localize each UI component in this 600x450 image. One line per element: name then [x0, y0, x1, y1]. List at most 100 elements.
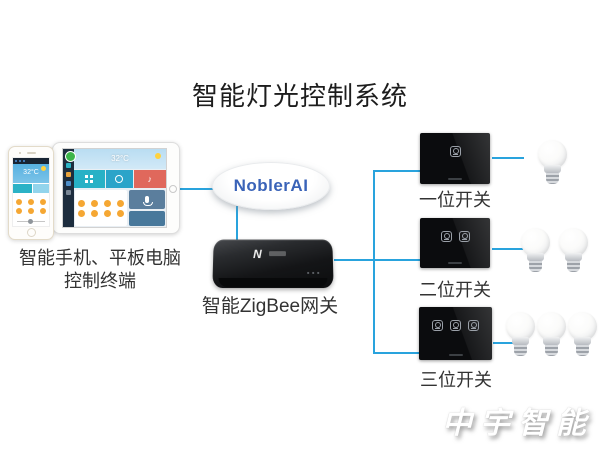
- connector-switch2-to-bulbs: [492, 248, 524, 250]
- device-icon-grid: [75, 190, 128, 226]
- gateway-brand-mark: [269, 251, 286, 257]
- home-button: [169, 185, 177, 193]
- terminal-label-line1: 智能手机、平板电脑: [19, 248, 181, 268]
- tablet-weather-header: 32°C: [74, 149, 166, 169]
- bulb-screw-base: [513, 345, 527, 356]
- touch-button-icon: [450, 320, 461, 331]
- touch-button-icon: [468, 320, 479, 331]
- touch-switch-2gang: [420, 218, 490, 268]
- bulb-collar: [564, 253, 582, 261]
- bulb-group: [520, 228, 588, 280]
- bulb-collar: [573, 337, 591, 345]
- bulb-collar: [542, 337, 560, 345]
- phone-tile-row: [13, 184, 49, 193]
- switch-brand-mark: [448, 354, 463, 356]
- phone-weather-card: 32°C: [13, 164, 49, 183]
- app-icon-dot: [16, 198, 22, 205]
- app-icon-dot: [28, 198, 34, 205]
- info-card: [129, 210, 165, 226]
- connector-tablet-to-cloud: [178, 188, 216, 190]
- gang-button-row: [420, 231, 490, 242]
- phone-screen: 32°C: [12, 157, 50, 227]
- camera-dot: [19, 152, 21, 154]
- grid-icon: [85, 175, 93, 183]
- bulb-collar: [526, 253, 544, 261]
- gear-icon: [115, 175, 124, 183]
- app-icon-dot: [117, 199, 125, 207]
- zigbee-gateway-device: N: [212, 239, 334, 289]
- switch-label: 一位开关: [419, 190, 491, 210]
- terminal-label: 智能手机、平板电脑 控制终端: [0, 247, 200, 293]
- app-icon-dot: [28, 207, 34, 214]
- touch-switch-3gang: [419, 307, 492, 360]
- light-bulb: [520, 228, 550, 280]
- smartphone-device: 32°C: [8, 146, 54, 240]
- branch-to-switch-2: [374, 259, 420, 261]
- bulb-group: [537, 140, 567, 192]
- phone-navbar: [13, 158, 49, 164]
- bulb-globe: [567, 312, 597, 341]
- home-button: [27, 228, 36, 237]
- bulb-globe: [505, 312, 535, 341]
- branch-to-switch-1: [374, 170, 420, 172]
- light-bulb: [567, 312, 597, 364]
- connector-switch3-to-bulbs: [493, 342, 523, 344]
- light-bulb: [536, 312, 566, 364]
- tablet-screen: 32°C ♪: [62, 148, 167, 228]
- branch-to-switch-3: [374, 352, 420, 354]
- sidebar-chip: [66, 190, 71, 195]
- touch-button-icon: [440, 231, 452, 242]
- bulb-collar: [511, 337, 529, 345]
- touch-switch-1gang: [420, 133, 490, 184]
- gateway-logo-icon: N: [253, 247, 262, 262]
- bulb-screw-base: [528, 261, 542, 272]
- touch-button-icon: [449, 146, 461, 157]
- tile-scene: [74, 170, 105, 188]
- sidebar-chip: [66, 181, 71, 186]
- switch-brand-mark: [448, 262, 462, 264]
- app-icon-dot: [91, 199, 99, 207]
- light-bulb: [505, 312, 535, 364]
- bulb-globe: [536, 312, 566, 341]
- bulb-screw-base: [544, 345, 558, 356]
- tile-settings: [105, 170, 133, 188]
- touch-button-icon: [458, 231, 470, 242]
- app-icon-dot: [117, 209, 125, 217]
- sidebar-chip: [66, 163, 71, 168]
- bulb-globe: [520, 228, 550, 257]
- light-bulb: [558, 228, 588, 280]
- switch-brand-mark: [448, 178, 462, 180]
- cloud-service-name: NoblerAI: [233, 176, 309, 195]
- app-icon-dot: [78, 199, 86, 207]
- app-icon-dot: [40, 198, 46, 205]
- app-icon-dot: [91, 209, 99, 217]
- gang-button-row: [420, 146, 490, 157]
- terminal-label-line2: 控制终端: [64, 271, 136, 291]
- diagram-title: 智能灯光控制系统: [191, 81, 408, 111]
- app-icon-dot: [40, 207, 46, 214]
- device-icon-grid: [13, 195, 49, 217]
- gateway-led-dots: [317, 271, 320, 274]
- tablet-tile-row: ♪: [74, 169, 166, 188]
- bulb-globe: [558, 228, 588, 257]
- bulb-screw-base: [545, 173, 559, 184]
- tablet-lower-panel: [74, 189, 166, 227]
- tile-scene: [13, 184, 33, 193]
- bulb-screw-base: [575, 345, 589, 356]
- app-icon-dot: [78, 209, 86, 217]
- app-icon-dot: [16, 207, 22, 214]
- gang-button-row: [419, 320, 492, 331]
- sun-icon: [41, 166, 46, 171]
- app-logo-icon: [65, 151, 76, 162]
- connector-switch1-to-bulbs: [492, 157, 524, 159]
- bulb-screw-base: [566, 261, 580, 272]
- app-icon-dot: [104, 199, 112, 207]
- cloud-node: NoblerAI: [212, 162, 330, 210]
- connector-gateway-to-trunk: [334, 259, 375, 261]
- gateway-label: 智能ZigBee网关: [201, 296, 339, 317]
- app-icon-dot: [104, 209, 112, 217]
- music-note-icon: ♪: [147, 173, 153, 184]
- light-bulb: [537, 140, 567, 192]
- tablet-right-cards: [129, 190, 165, 226]
